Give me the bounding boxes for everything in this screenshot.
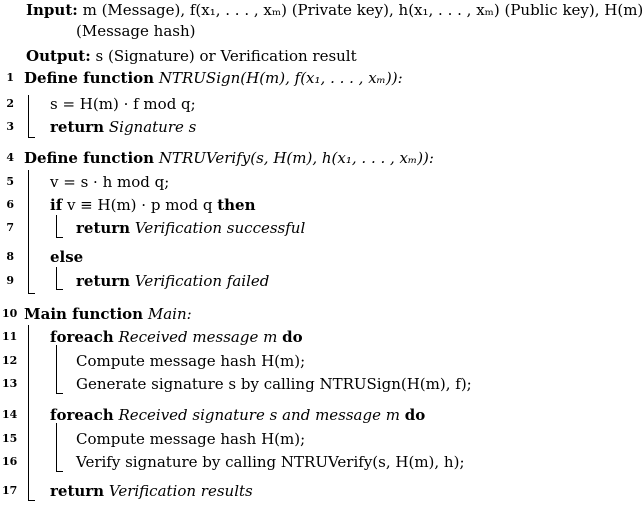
line-number: 2 [6, 97, 14, 110]
line-number: 1 [6, 71, 14, 84]
keyword: Main function [24, 305, 144, 323]
keyword: else [50, 248, 84, 266]
keyword: do [404, 406, 426, 424]
line-number: 3 [6, 120, 14, 133]
algo-line: if v ≡ H(m) · p mod q then [50, 195, 256, 215]
line-body: v ≡ H(m) · p mod q [66, 196, 213, 214]
line-number: 14 [2, 408, 18, 421]
algo-line: Generate signature s by calling NTRUSign… [76, 374, 472, 394]
line-body: Generate signature s by calling NTRUSign… [76, 375, 472, 393]
line-number: 7 [6, 221, 14, 234]
scope-bar-foreach2 [56, 423, 63, 472]
algo-line: s = H(m) · f mod q; [50, 94, 196, 114]
line-number: 16 [2, 455, 18, 468]
algo-line: return Signature s [50, 117, 196, 137]
algo-line: Verify signature by calling NTRUVerify(s… [76, 452, 465, 472]
scope-bar-sign [28, 95, 35, 138]
keyword: Define function [24, 69, 155, 87]
algo-line: Main function Main: [24, 304, 192, 324]
line-number: 13 [2, 377, 18, 390]
output-line: Output: s (Signature) or Verification re… [26, 46, 357, 66]
line-body: v = s · h mod q; [50, 173, 170, 191]
keyword: return [50, 482, 105, 500]
keyword: then [217, 196, 256, 214]
line-body: Main: [147, 305, 192, 323]
line-number: 5 [6, 175, 14, 188]
output-text: s (Signature) or Verification result [95, 47, 357, 65]
scope-bar-else [56, 267, 63, 290]
keyword: foreach [50, 406, 114, 424]
algo-line: else [50, 247, 83, 267]
keyword: return [76, 219, 131, 237]
line-number: 4 [6, 151, 14, 164]
line-body: Received message m [118, 328, 278, 346]
line-number: 11 [2, 330, 18, 343]
algo-line: return Verification results [50, 481, 253, 501]
output-label: Output: [26, 47, 91, 65]
line-number: 12 [2, 354, 18, 367]
line-body: Verification results [108, 482, 253, 500]
input-line-cont: (Message hash) [76, 21, 196, 41]
algo-line: Compute message hash H(m); [76, 351, 305, 371]
input-text-cont: (Message hash) [76, 22, 196, 40]
scope-bar-main [28, 325, 35, 501]
line-body: NTRUVerify(s, H(m), h(x₁, . . . , xₘ)): [158, 149, 434, 167]
line-number: 8 [6, 250, 14, 263]
line-number: 6 [6, 198, 14, 211]
line-number: 15 [2, 432, 18, 445]
algo-line: Define function NTRUSign(H(m), f(x₁, . .… [24, 68, 403, 88]
line-number: 17 [2, 484, 18, 497]
scope-bar-verify [28, 170, 35, 294]
algo-line: return Verification failed [76, 271, 269, 291]
keyword: Define function [24, 149, 155, 167]
line-body: NTRUSign(H(m), f(x₁, . . . , xₘ)): [158, 69, 403, 87]
algo-line: foreach Received message m do [50, 327, 303, 347]
line-body: Compute message hash H(m); [76, 430, 306, 448]
line-body: Received signature s and message m [118, 406, 400, 424]
line-number: 9 [6, 274, 14, 287]
line-number: 10 [2, 307, 18, 320]
algo-line: Compute message hash H(m); [76, 429, 305, 449]
keyword: do [282, 328, 303, 346]
algo-line: return Verification successful [76, 218, 305, 238]
line-body: Compute message hash H(m); [76, 352, 306, 370]
line-body: Verification successful [134, 219, 306, 237]
input-label: Input: [26, 1, 78, 19]
keyword: return [76, 272, 131, 290]
keyword: if [50, 196, 63, 214]
keyword: return [50, 118, 105, 136]
line-body: s = H(m) · f mod q; [50, 95, 196, 113]
algo-line: foreach Received signature s and message… [50, 405, 425, 425]
algo-line: v = s · h mod q; [50, 172, 169, 192]
input-line: Input: m (Message), f(x₁, . . . , xₘ) (P… [26, 0, 643, 20]
input-text: m (Message), f(x₁, . . . , xₘ) (Private … [82, 1, 643, 19]
scope-bar-if [56, 215, 63, 238]
keyword: foreach [50, 328, 114, 346]
algo-line: Define function NTRUVerify(s, H(m), h(x₁… [24, 148, 434, 168]
line-body: Verify signature by calling NTRUVerify(s… [76, 453, 465, 471]
scope-bar-foreach1 [56, 345, 63, 394]
line-body: Verification failed [134, 272, 270, 290]
line-body: Signature s [108, 118, 197, 136]
